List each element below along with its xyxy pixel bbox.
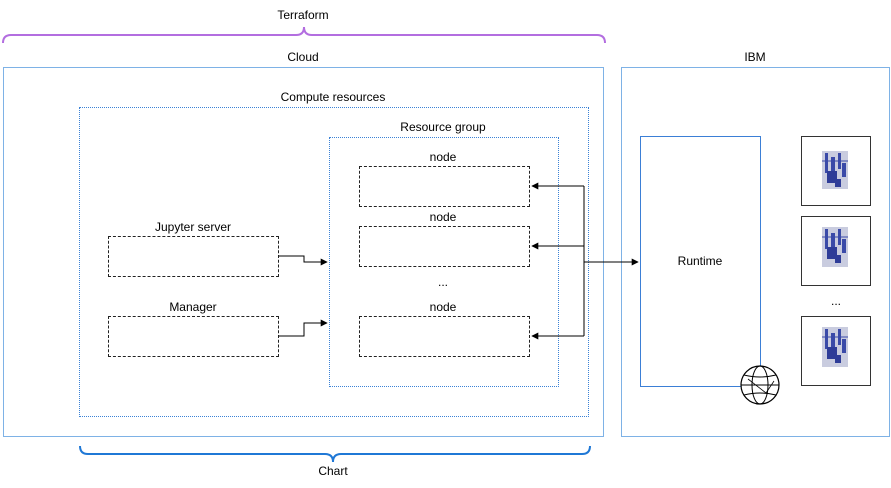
node-label-1: node <box>429 150 457 164</box>
quantum-chip-icon <box>822 151 848 189</box>
terraform-brace <box>2 26 606 44</box>
ibm-label: IBM <box>744 50 766 64</box>
resource-group-container <box>329 137 559 387</box>
compute-resources-label: Compute resources <box>280 90 386 104</box>
qpu-chip-2 <box>801 216 871 286</box>
node-box-3 <box>359 316 530 357</box>
node-box-1 <box>359 166 530 207</box>
quantum-chip-icon <box>822 227 848 267</box>
jupyter-server-box <box>108 236 279 277</box>
jupyter-server-label: Jupyter server <box>154 220 232 234</box>
qpu-chip-3 <box>801 316 871 386</box>
terraform-label: Terraform <box>277 8 329 22</box>
qpu-ellipsis: ... <box>830 294 841 308</box>
node-label-3: node <box>429 300 457 314</box>
manager-label: Manager <box>169 300 217 314</box>
qpu-chip-1 <box>801 136 871 206</box>
manager-box <box>108 316 279 357</box>
quantum-chip-icon <box>822 327 848 367</box>
ibm-container <box>621 67 890 437</box>
resource-group-label: Resource group <box>400 120 486 134</box>
cloud-label: Cloud <box>287 50 319 64</box>
chart-label: Chart <box>318 464 348 478</box>
cloud-container <box>3 67 604 437</box>
runtime-label: Runtime <box>677 254 723 268</box>
node-ellipsis: ... <box>437 275 448 289</box>
node-label-2: node <box>429 210 457 224</box>
node-box-2 <box>359 226 530 267</box>
chart-brace <box>79 445 591 463</box>
runtime-box <box>640 136 761 387</box>
